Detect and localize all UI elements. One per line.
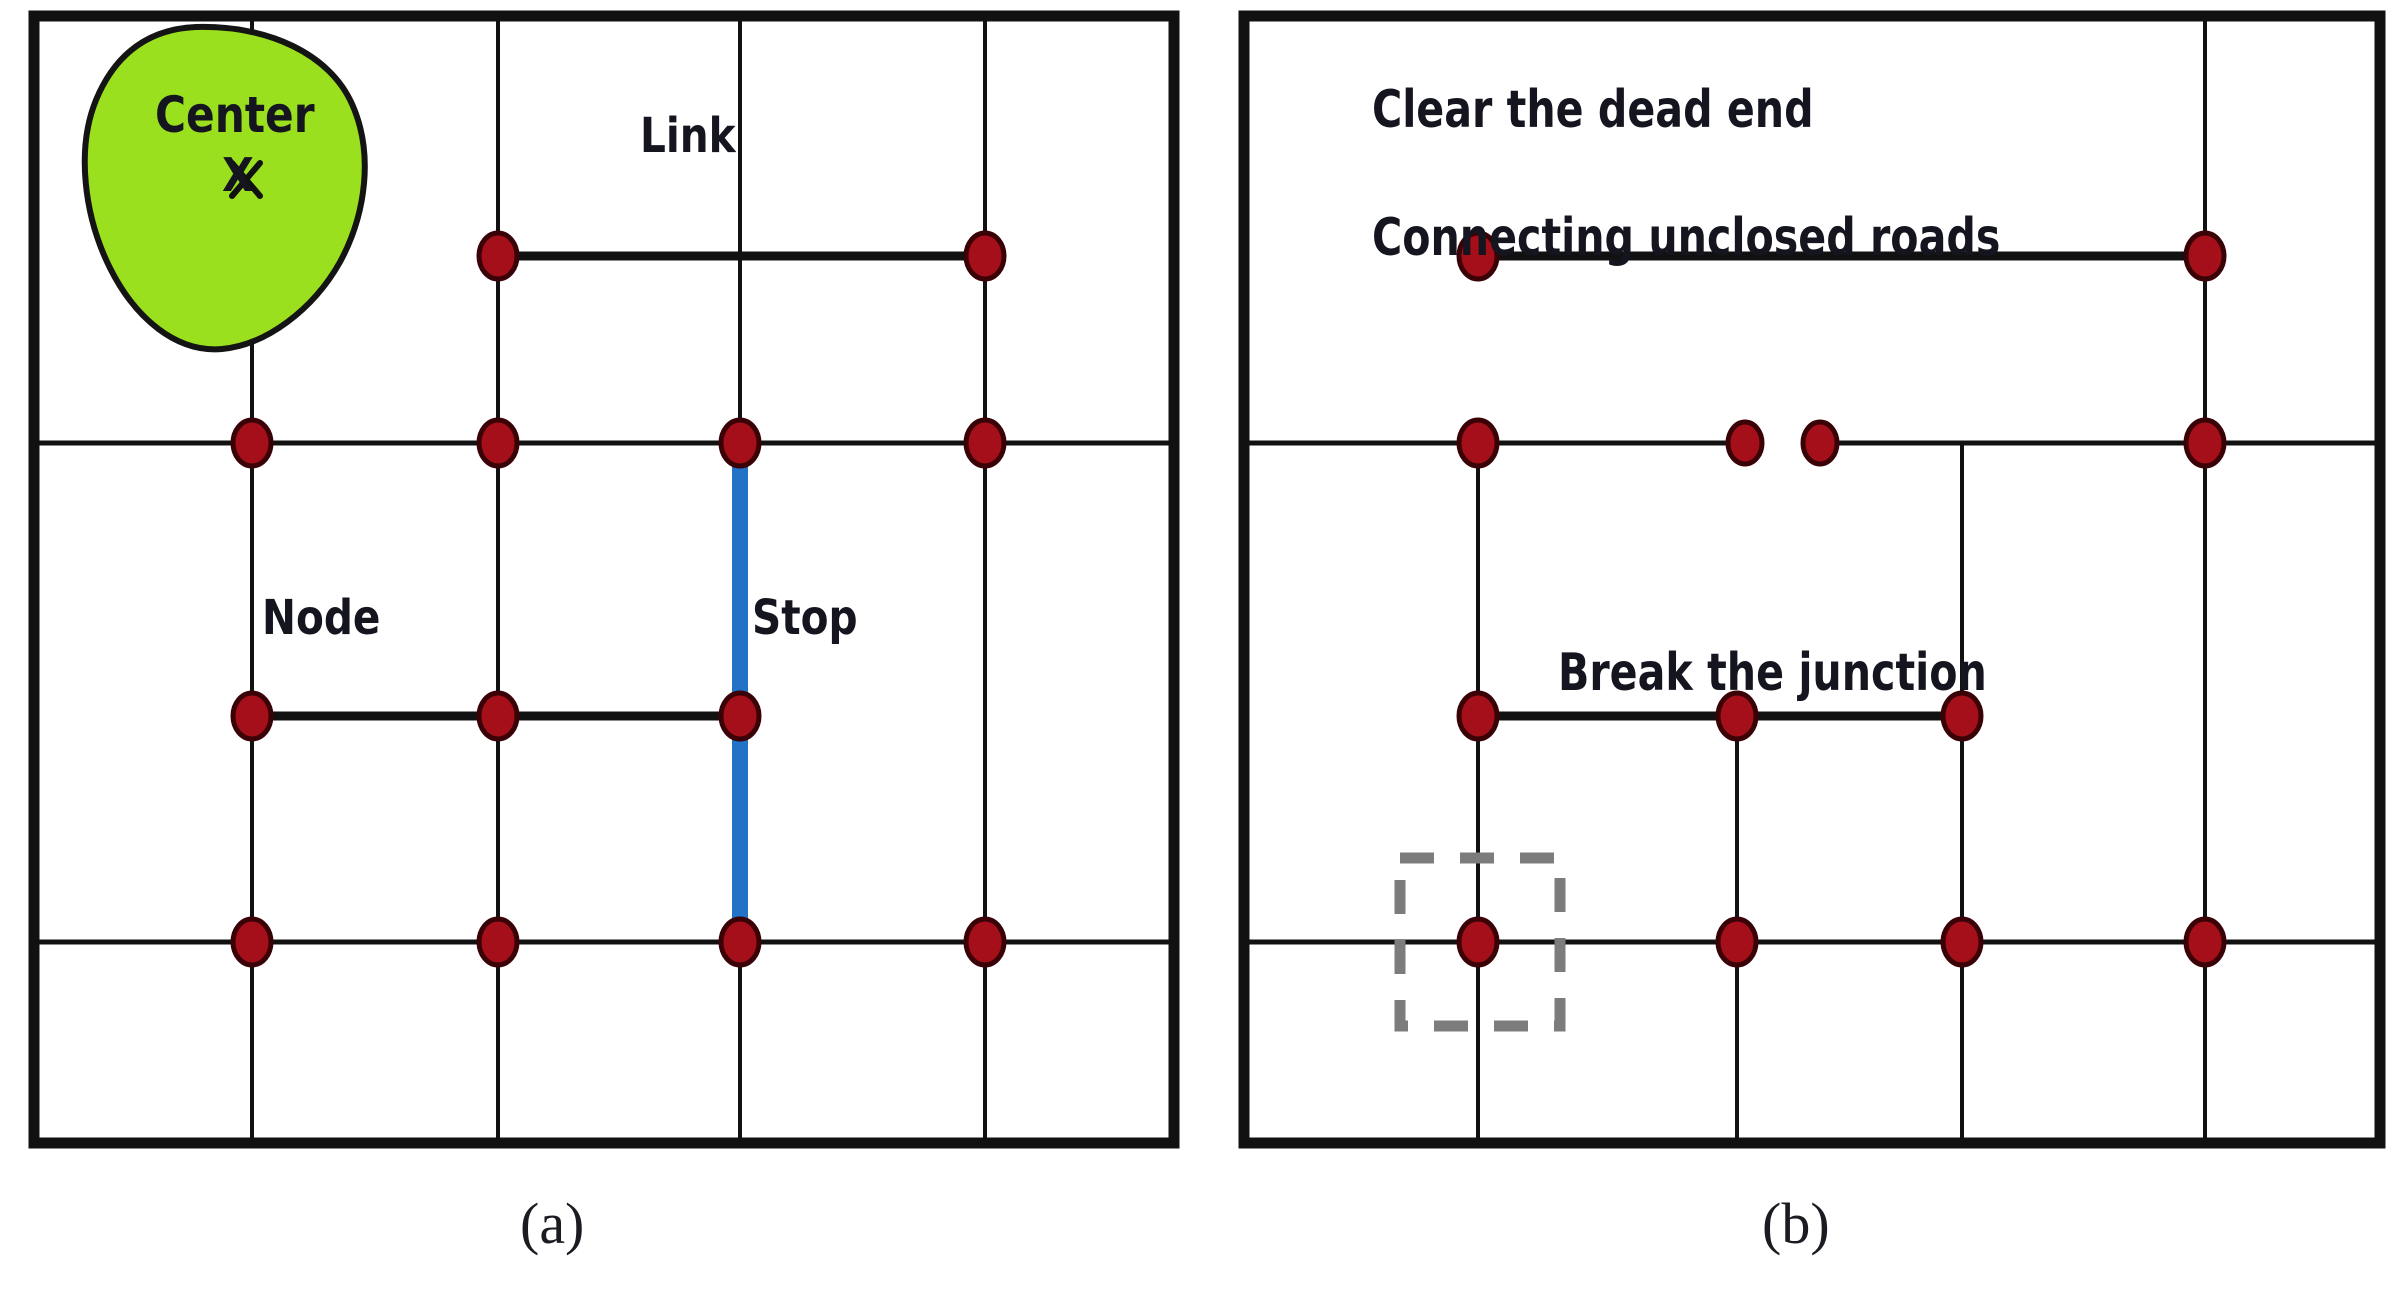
center-zone-shape xyxy=(81,23,368,353)
panel-b-caption: (b) xyxy=(1762,1191,1830,1256)
node-dot xyxy=(2183,230,2227,282)
node-dot-gap-left xyxy=(1725,419,1765,467)
panel-b-nodes xyxy=(1456,230,2227,968)
break-junction-highlight-box xyxy=(1394,852,1566,1032)
panel-b-group xyxy=(1238,10,2386,1149)
panel-b-vertical-roads xyxy=(1476,16,2207,1143)
node-dot xyxy=(476,417,520,469)
node-dot xyxy=(2183,916,2227,968)
panel-a-nodes xyxy=(230,230,1007,968)
node-dot xyxy=(230,916,274,968)
node-dot xyxy=(1456,690,1500,742)
panel-a-horizontal-roads xyxy=(34,440,1174,945)
unclosed-roads-annotation: Connecting unclosed roads xyxy=(1372,208,2001,268)
node-dot xyxy=(1456,230,1500,282)
node-dot xyxy=(230,417,274,469)
node-dot xyxy=(1715,690,1759,742)
node-dot xyxy=(476,690,520,742)
center-centroid-x-icon xyxy=(229,160,263,199)
node-dot xyxy=(963,417,1007,469)
node-dot xyxy=(1715,916,1759,968)
node-label: Node xyxy=(262,590,381,646)
node-dot xyxy=(718,916,762,968)
dead-end-annotation: Clear the dead end xyxy=(1372,80,1814,140)
break-junction-annotation: Break the junction xyxy=(1558,643,1987,703)
node-dot xyxy=(1456,417,1500,469)
node-dot-gap-right xyxy=(1800,419,1840,467)
center-label: Center xyxy=(155,86,315,144)
node-dot xyxy=(1940,916,1984,968)
node-dot xyxy=(476,916,520,968)
node-dot xyxy=(963,916,1007,968)
node-dot xyxy=(1940,690,1984,742)
panel-a-group xyxy=(28,10,1180,1149)
node-dot xyxy=(230,690,274,742)
node-dot xyxy=(476,230,520,282)
panel-a-frame xyxy=(28,10,1180,1149)
center-marker-label: X xyxy=(222,148,254,202)
node-dot xyxy=(718,690,762,742)
stop-label: Stop xyxy=(752,590,858,646)
link-label: Link xyxy=(640,108,736,164)
panel-a-caption: (a) xyxy=(520,1191,585,1256)
node-dot xyxy=(718,417,762,469)
node-dot xyxy=(1456,916,1500,968)
node-dot xyxy=(2183,417,2227,469)
panel-b-frame xyxy=(1238,10,2386,1149)
node-dot xyxy=(963,230,1007,282)
